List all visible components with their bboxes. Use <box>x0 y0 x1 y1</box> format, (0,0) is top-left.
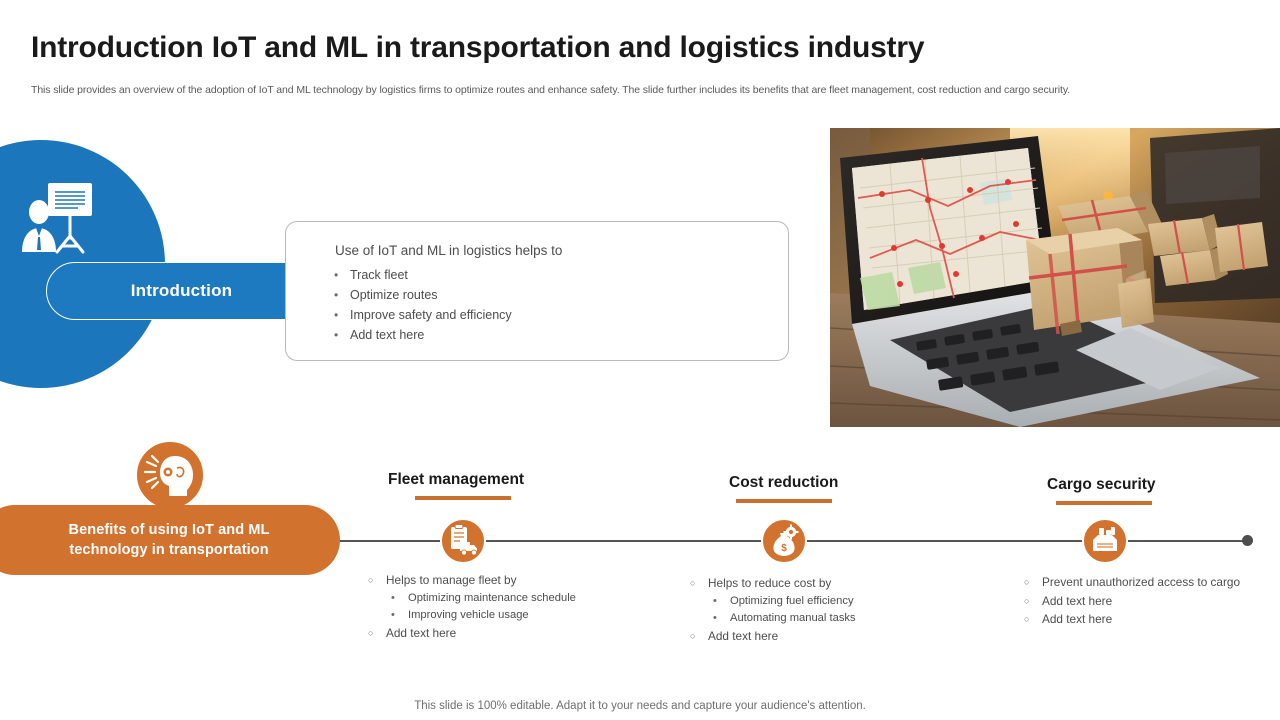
column-list-fleet-management: Helps to manage fleet by Optimizing main… <box>366 571 586 642</box>
sub-list: Optimizing fuel efficiency Automating ma… <box>708 593 908 627</box>
page-title: Introduction IoT and ML in transportatio… <box>31 31 925 64</box>
list-item: Track fleet <box>332 265 512 285</box>
list-item: Prevent unauthorized access to cargo <box>1022 573 1242 592</box>
list-item-text: Add text here <box>1042 593 1113 608</box>
head-announcement-icon <box>135 440 205 510</box>
column-title-fleet-management: Fleet management <box>388 471 525 488</box>
sub-list: Optimizing maintenance schedule Improvin… <box>386 590 586 624</box>
list-item: Add text here <box>332 325 512 345</box>
page-subtitle: This slide provides an overview of the a… <box>31 84 1071 96</box>
logistics-laptop-photo <box>830 128 1280 427</box>
list-item-text: Add text here <box>708 628 779 643</box>
list-item: Helps to manage fleet by Optimizing main… <box>366 571 586 624</box>
sub-list-item: Optimizing fuel efficiency <box>708 593 908 610</box>
column-list-cargo-security: Prevent unauthorized access to cargo Add… <box>1022 573 1242 629</box>
list-item-text: Helps to manage fleet by <box>386 573 517 587</box>
list-item-text: Prevent unauthorized access to cargo <box>1042 575 1241 589</box>
money-bag-gear-icon: $ <box>761 518 807 564</box>
list-item: Improve safety and efficiency <box>332 305 512 325</box>
column-title-cost-reduction: Cost reduction <box>729 474 839 491</box>
list-item: Helps to reduce cost by Optimizing fuel … <box>688 574 908 627</box>
list-item: Add text here <box>1022 610 1242 629</box>
list-item: Optimize routes <box>332 285 512 305</box>
column-underline-fleet-management <box>415 496 511 500</box>
introduction-pill[interactable]: Introduction <box>46 262 317 320</box>
column-underline-cost-reduction <box>736 499 832 503</box>
benefits-banner: Benefits of using IoT and ML technology … <box>0 505 340 575</box>
column-underline-cargo-security <box>1056 501 1152 505</box>
list-item-text: Helps to reduce cost by <box>708 576 832 590</box>
introduction-callout-box: Use of IoT and ML in logistics helps to … <box>285 221 789 361</box>
cargo-crate-icon <box>1082 518 1128 564</box>
footer-note: This slide is 100% editable. Adapt it to… <box>414 700 866 712</box>
svg-text:$: $ <box>781 543 787 554</box>
list-item-text: Add text here <box>1042 612 1113 626</box>
sub-list-item: Automating manual tasks <box>708 610 908 627</box>
benefits-banner-label: Benefits of using IoT and ML technology … <box>69 520 270 560</box>
introduction-pill-label: Introduction <box>130 281 233 300</box>
column-title-cargo-security: Cargo security <box>1047 476 1156 493</box>
introduction-bullet-list: Track fleet Optimize routes Improve safe… <box>332 265 512 345</box>
sub-list-item: Improving vehicle usage <box>386 607 586 624</box>
benefits-banner-line2: technology in transportation <box>69 542 269 558</box>
list-item: Add text here <box>366 624 586 643</box>
clipboard-truck-icon <box>440 518 486 564</box>
timeline-end-dot <box>1242 535 1253 546</box>
benefits-banner-line1: Benefits of using IoT and ML <box>68 522 270 538</box>
list-item: Add text here <box>688 627 908 646</box>
list-item: Add text here <box>1022 592 1242 611</box>
introduction-box-heading: Use of IoT and ML in logistics helps to <box>335 243 563 258</box>
sub-list-item: Optimizing maintenance schedule <box>386 590 586 607</box>
column-list-cost-reduction: Helps to reduce cost by Optimizing fuel … <box>688 574 908 645</box>
presenter-board-icon <box>12 180 98 260</box>
list-item-text: Add text here <box>386 625 457 640</box>
